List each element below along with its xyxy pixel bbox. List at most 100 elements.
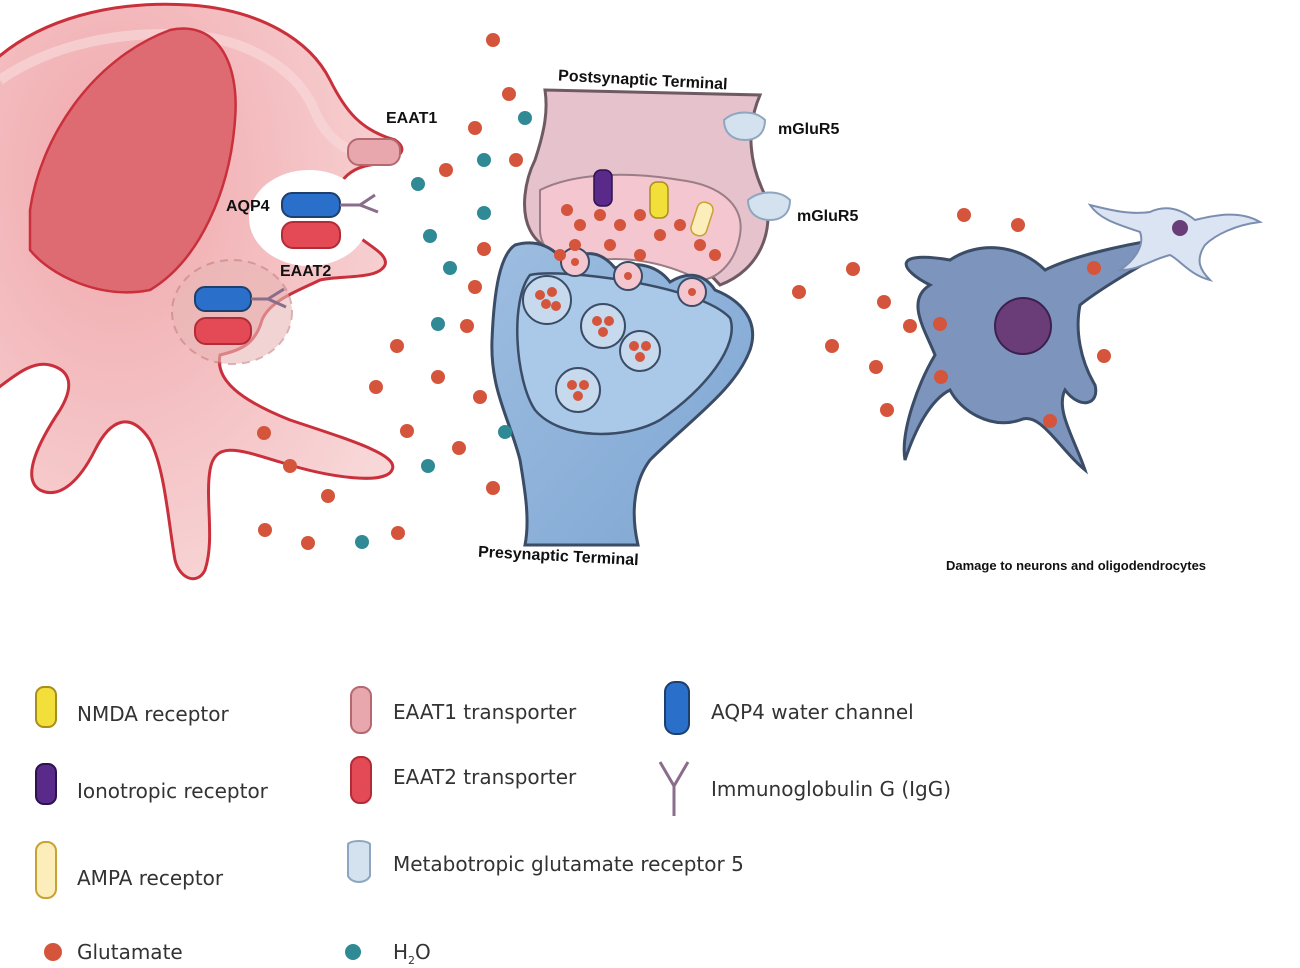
- glutamate-dot: [933, 317, 947, 331]
- glutamate-dot: [391, 526, 405, 540]
- glutamate-dot: [452, 441, 466, 455]
- h2o-h: H: [393, 940, 409, 964]
- glutamate-dot: [634, 209, 646, 221]
- water-dot: [443, 261, 457, 275]
- water-dot: [477, 206, 491, 220]
- legend-mglur5-label: Metabotropic glutamate receptor 5: [393, 852, 744, 876]
- presynaptic-terminal: [490, 241, 755, 547]
- label-damage: Damage to neurons and oligodendrocytes: [946, 558, 1207, 573]
- nmda-receptor-icon: [649, 181, 669, 219]
- glutamate-dot: [486, 33, 500, 47]
- legend-aqp4-label: AQP4 water channel: [711, 700, 914, 724]
- glutamate-dot: [654, 229, 666, 241]
- legend-ampa-label: AMPA receptor: [77, 866, 224, 890]
- nmda-receptor-legend-icon: [35, 686, 57, 728]
- eaat2-transporter-legend-icon: [350, 756, 372, 804]
- water-dot: [421, 459, 435, 473]
- glutamate-dot: [283, 459, 297, 473]
- glutamate-dot: [934, 370, 948, 384]
- glutamate-dot: [635, 352, 645, 362]
- glutamate-molecules: [257, 33, 1111, 550]
- glutamate-dot: [547, 287, 557, 297]
- glutamate-dot: [1011, 218, 1025, 232]
- glutamate-dot: [592, 316, 602, 326]
- igg-antibody-2: [251, 287, 287, 309]
- glutamate-dot: [477, 242, 491, 256]
- neuron-body: [902, 233, 1196, 475]
- igg-antibody: [340, 193, 379, 214]
- water-dot: [355, 535, 369, 549]
- water-dot: [411, 177, 425, 191]
- eaat2-channel: [281, 221, 341, 249]
- aqp4-channel-2: [194, 286, 252, 312]
- glutamate-dot: [614, 219, 626, 231]
- water-dot: [431, 317, 445, 331]
- glutamate-dot: [825, 339, 839, 353]
- glutamate-dot: [561, 204, 573, 216]
- glutamate-dot: [257, 426, 271, 440]
- water-legend-icon: [345, 944, 361, 960]
- glutamate-dot: [792, 285, 806, 299]
- ionotropic-receptor-icon: [593, 169, 613, 207]
- glutamate-dot: [321, 489, 335, 503]
- mglur5-legend-icon: [347, 840, 371, 883]
- vesicle: [619, 330, 661, 372]
- label-eaat2: EAAT2: [280, 263, 332, 280]
- astrocyte-inner-membrane: [0, 29, 353, 155]
- legend-eaat2-label: EAAT2 transporter: [393, 765, 577, 789]
- ampa-receptor-icon: [690, 201, 714, 237]
- glutamate-dot: [460, 319, 474, 333]
- aqp4-eaat2-complex: [249, 170, 379, 266]
- glutamate-dot: [567, 380, 577, 390]
- aqp4-eaat2-complex-2: [171, 259, 293, 365]
- glutamate-dot: [880, 403, 894, 417]
- eaat1-transporter: [347, 138, 401, 166]
- glutamate-dot: [604, 316, 614, 326]
- glutamate-dot: [541, 299, 551, 309]
- glutamate-dot: [869, 360, 883, 374]
- water-dot: [518, 111, 532, 125]
- astrocyte-nucleus: [28, 27, 237, 294]
- glutamate-dot: [571, 258, 579, 266]
- glutamate-dot: [509, 153, 523, 167]
- glutamate-dot: [694, 239, 706, 251]
- igg-legend-icon: [658, 761, 690, 816]
- glutamate-dot: [624, 272, 632, 280]
- glutamate-dot: [569, 239, 581, 251]
- glutamate-dot: [551, 301, 561, 311]
- h2o-subscript: 2: [408, 954, 416, 967]
- legend-igg-label: Immunoglobulin G (IgG): [711, 777, 952, 801]
- legend-ionotropic-label: Ionotropic receptor: [77, 779, 268, 803]
- glutamate-dot: [877, 295, 891, 309]
- mglur5-receptor-bottom: [746, 191, 792, 222]
- damaged-neuron: [902, 233, 1196, 475]
- label-mglur5-top: mGluR5: [778, 121, 840, 138]
- eaat1-transporter-legend-icon: [350, 686, 372, 734]
- glutamate-dot: [573, 391, 583, 401]
- glutamate-dot: [431, 370, 445, 384]
- glutamate-dot: [641, 341, 651, 351]
- glutamate-dot: [903, 319, 917, 333]
- oligodendrocyte-nucleus: [1172, 220, 1188, 236]
- label-mglur5-bottom: mGluR5: [797, 208, 859, 225]
- glutamate-dot: [301, 536, 315, 550]
- oligodendrocyte-body: [1087, 203, 1264, 282]
- glutamate-dot: [957, 208, 971, 222]
- legend-nmda-label: NMDA receptor: [77, 702, 229, 726]
- glutamate-dot: [486, 481, 500, 495]
- ionotropic-receptor-legend-icon: [35, 763, 57, 805]
- label-eaat1: EAAT1: [386, 110, 438, 127]
- glutamate-dot: [688, 288, 696, 296]
- h2o-o: O: [415, 940, 431, 964]
- glutamate-dot: [535, 290, 545, 300]
- glutamate-dot: [468, 280, 482, 294]
- mglur5-receptor-top: [722, 111, 767, 142]
- glutamate-dot: [468, 121, 482, 135]
- glutamate-dot: [574, 219, 586, 231]
- glutamate-dot: [1097, 349, 1111, 363]
- legend-h2o-label: H2O: [393, 940, 431, 967]
- legend-eaat1-label: EAAT1 transporter: [393, 700, 577, 724]
- neuron-nucleus: [994, 297, 1052, 355]
- glutamate-dot: [390, 339, 404, 353]
